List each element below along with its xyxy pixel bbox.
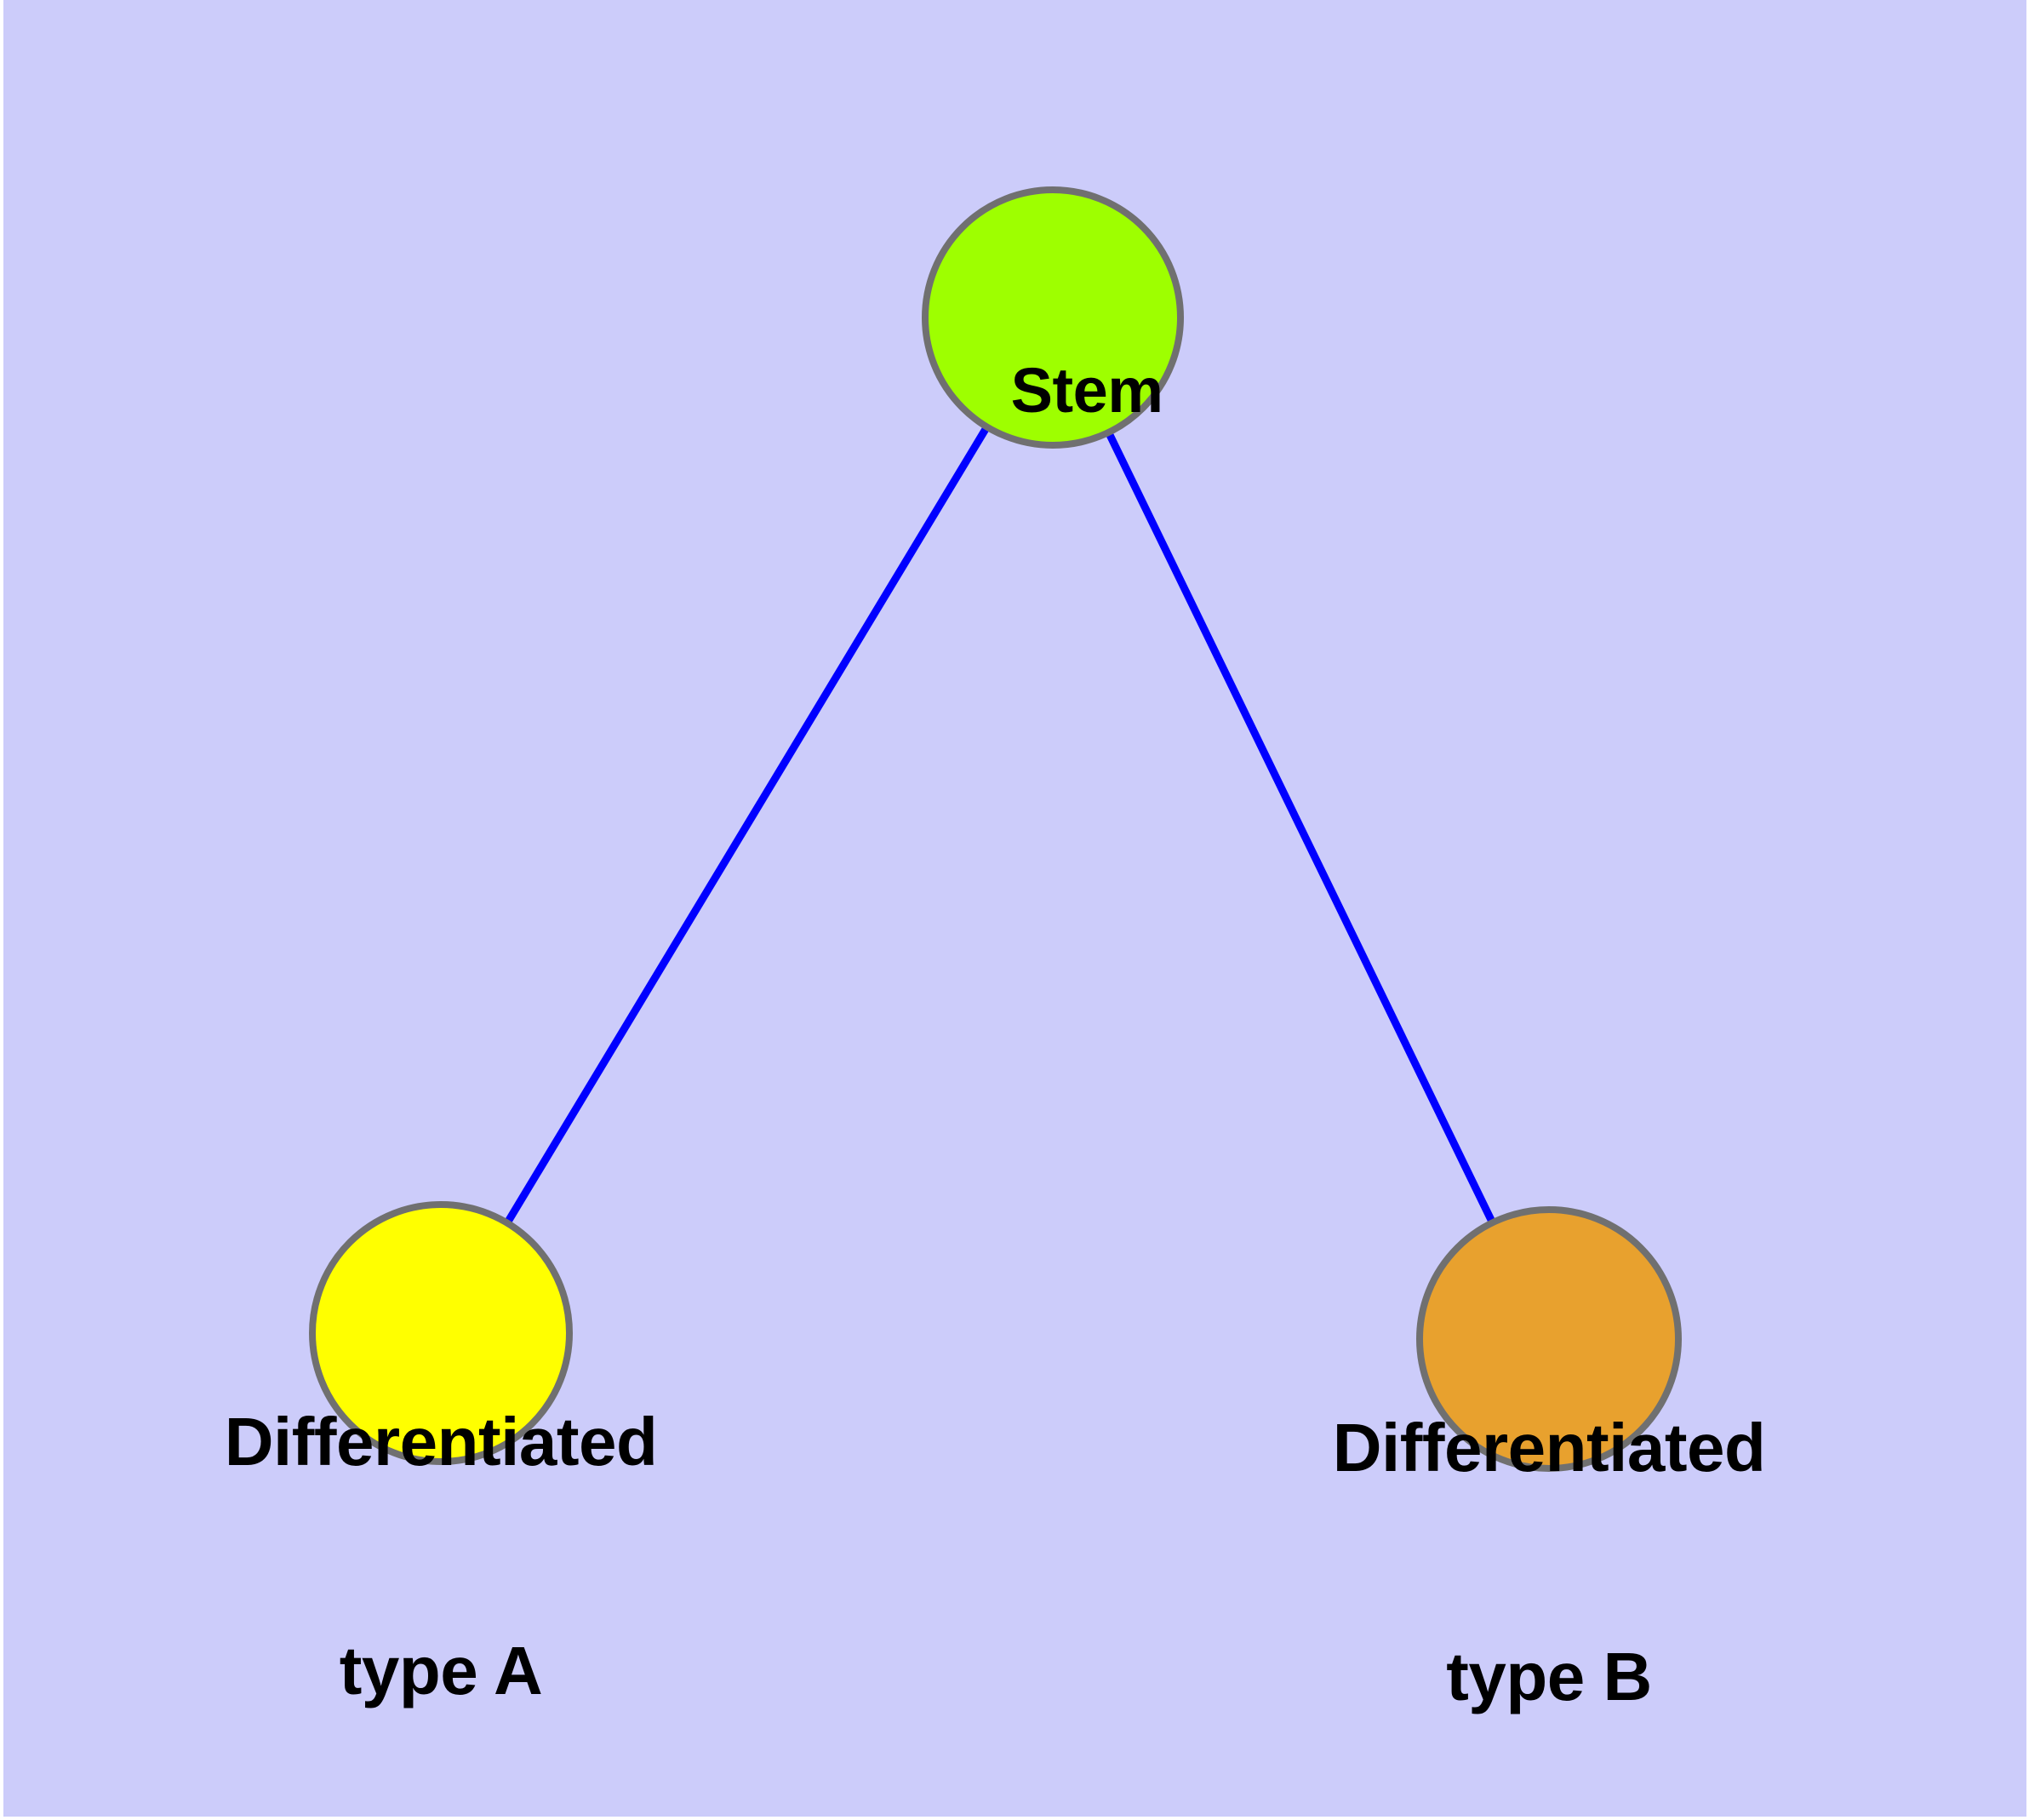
edge-stem-to-diff-a[interactable]: [437, 315, 1056, 1336]
edge-group: [437, 315, 1553, 1341]
node-diff-b[interactable]: [1416, 1206, 1682, 1472]
edge-stem-to-diff-b[interactable]: [1049, 316, 1553, 1341]
node-group: [309, 186, 1682, 1472]
node-stem[interactable]: [922, 186, 1184, 449]
node-diff-a[interactable]: [309, 1201, 573, 1465]
